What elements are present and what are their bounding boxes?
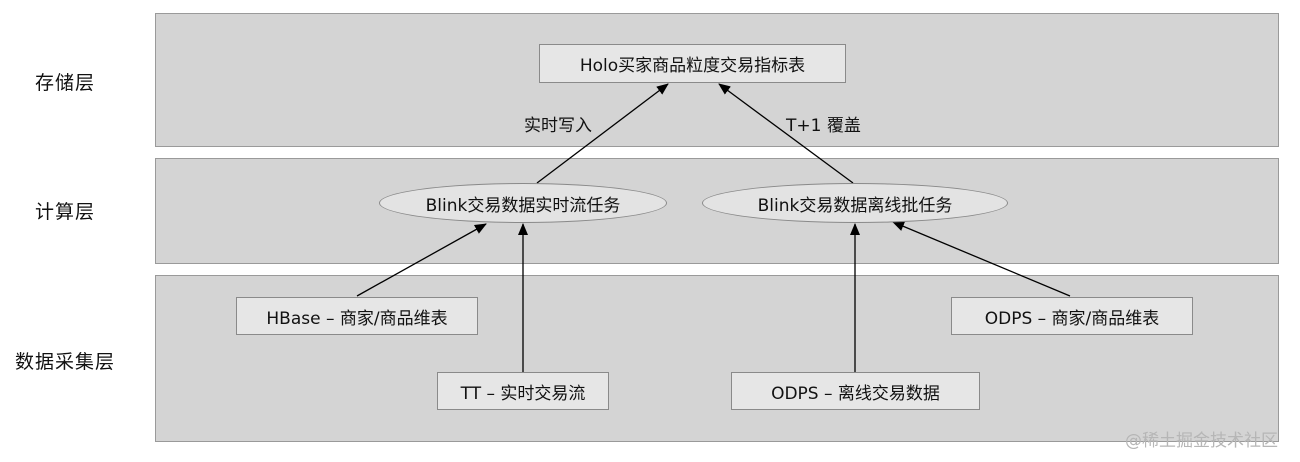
blink-stream-task-node: Blink交易数据实时流任务	[379, 183, 667, 223]
tt-stream-node: TT – 实时交易流	[437, 372, 609, 410]
arrow-batch-to-holo	[718, 83, 854, 184]
blink-batch-task-node: Blink交易数据离线批任务	[702, 183, 1008, 223]
hbase-dim-table-node: HBase – 商家/商品维表	[236, 297, 478, 335]
odps-dim-table-node: ODPS – 商家/商品维表	[951, 297, 1193, 335]
arrow-odps-dim-to-batch	[892, 221, 1071, 297]
holo-metrics-table-node: Holo买家商品粒度交易指标表	[539, 44, 846, 83]
storage-layer-label: 存储层	[35, 72, 96, 94]
arrow-hbase-to-stream	[356, 223, 487, 297]
arrow-stream-to-holo	[536, 83, 669, 184]
compute-layer-label: 计算层	[35, 201, 96, 223]
watermark-text: @稀土掘金技术社区	[1125, 431, 1278, 451]
odps-offline-data-node: ODPS – 离线交易数据	[731, 372, 980, 410]
ingest-layer-label: 数据采集层	[15, 351, 116, 373]
edge-label-realtime-write: 实时写入	[524, 116, 592, 136]
edge-label-t1-overwrite: T+1 覆盖	[786, 116, 861, 136]
